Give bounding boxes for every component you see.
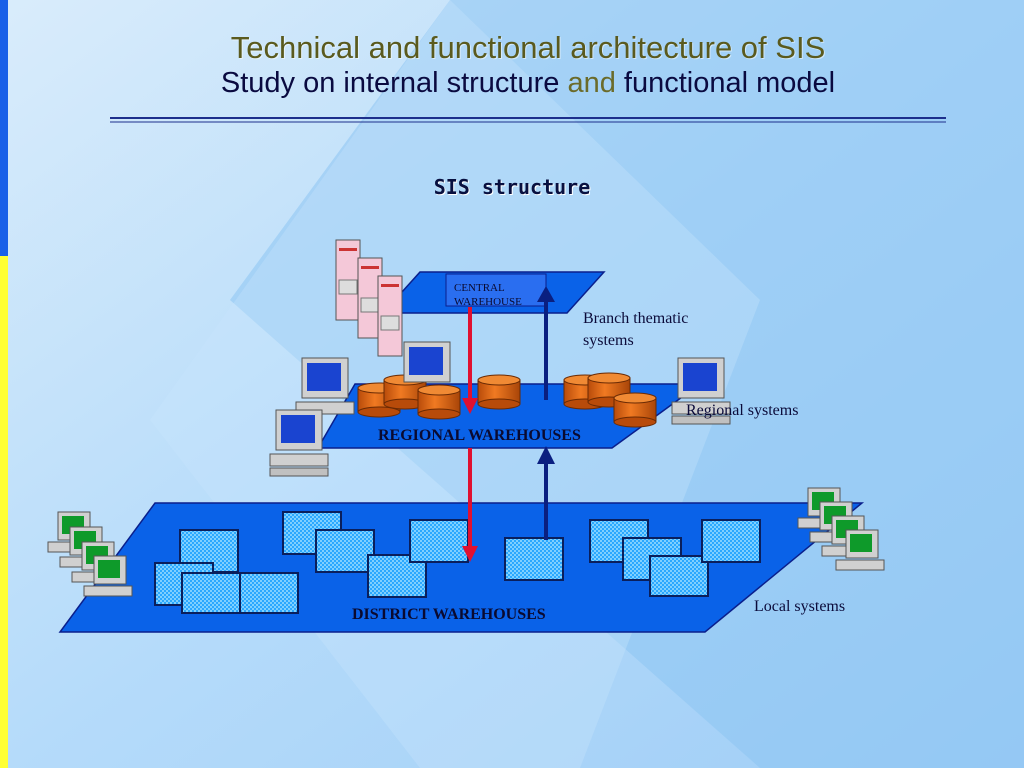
slide-title: Technical and functional architecture of… [110, 30, 946, 100]
local-terminal-icon [797, 487, 885, 571]
local-terminal-icon [47, 511, 133, 597]
server-tower-icon [335, 239, 403, 357]
left-bar-blue [0, 0, 8, 256]
arrow-central-to-regional [462, 307, 478, 414]
title-line-2-part-2: functional model [615, 67, 836, 99]
title-line-2-part-1: Study on internal structure [220, 67, 568, 99]
branch-thematic-label: Branch thematic systems [583, 308, 688, 352]
title-line-1: Technical and functional architecture of… [230, 30, 826, 65]
arrow-district-to-regional [537, 446, 555, 540]
branch-label-line-1: Branch thematic [583, 310, 689, 327]
title-line-2-accent: and [567, 67, 616, 99]
central-label-box [445, 273, 547, 307]
arrow-regional-to-central [537, 286, 555, 400]
left-bar-yellow [0, 256, 8, 768]
workstation-icon [269, 341, 731, 477]
central-label-line-1: CENTRAL [454, 282, 505, 294]
district-boxes [154, 511, 761, 614]
central-label-line-2: WAREHOUSE [454, 296, 522, 308]
branch-label-line-2: systems [583, 332, 634, 349]
arrow-regional-to-district [462, 448, 478, 562]
regional-warehouses-label: REGIONAL WAREHOUSES [378, 427, 581, 444]
title-line-2: Study on internal structure and function… [110, 66, 946, 100]
local-systems-label: Local systems [754, 598, 846, 615]
central-warehouse-label: CENTRAL WAREHOUSE [454, 281, 522, 309]
regional-systems-label: Regional systems [686, 402, 799, 419]
district-warehouses-label: DISTRICT WAREHOUSES [352, 606, 546, 623]
section-title: SIS structure [433, 175, 591, 199]
